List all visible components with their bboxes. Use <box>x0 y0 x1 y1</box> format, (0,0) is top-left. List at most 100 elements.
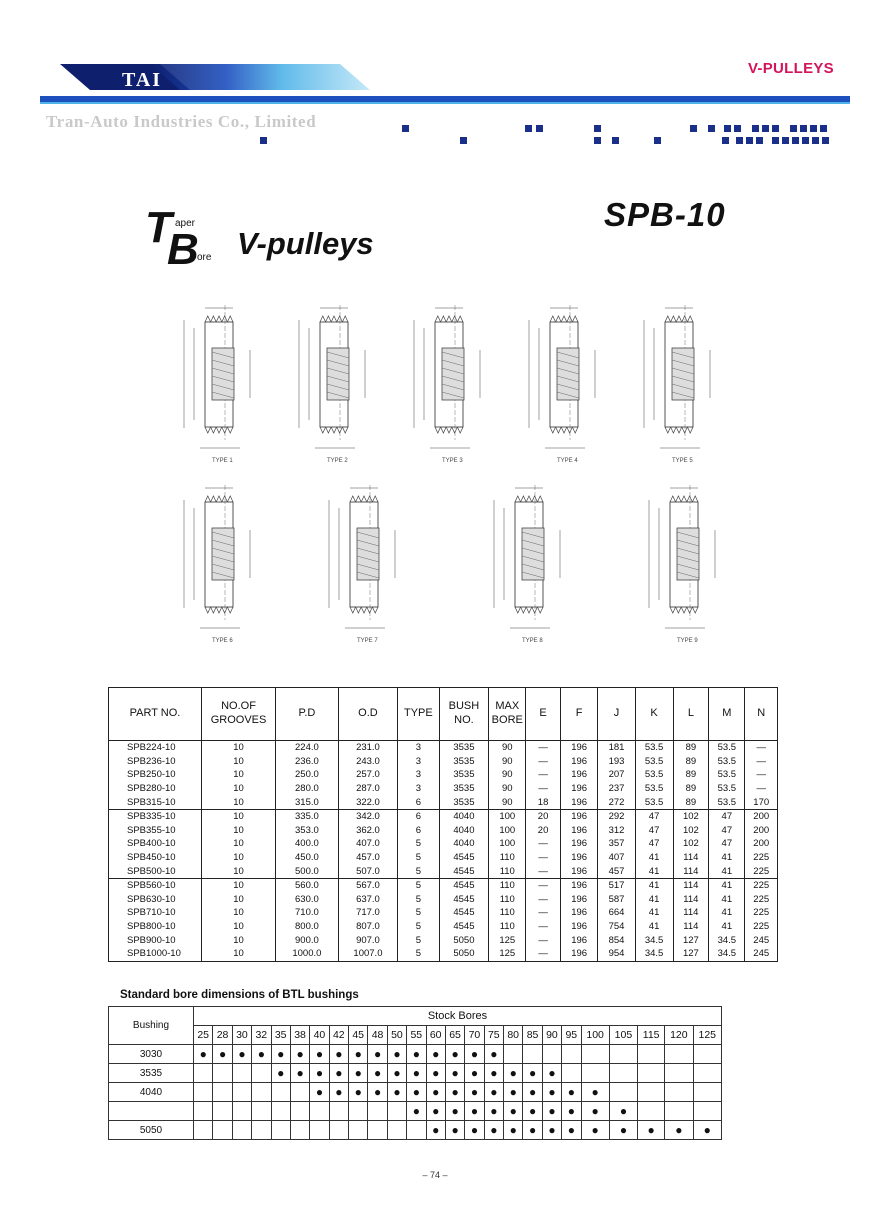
bore-cell <box>192 1063 214 1083</box>
bore-cell <box>309 1101 330 1121</box>
bore-available-dot: ● <box>483 1082 505 1102</box>
spec-cell: SPB250-10 <box>108 768 202 782</box>
model-number: SPB-10 <box>604 196 726 233</box>
spec-cell: 292 <box>597 809 636 824</box>
bore-size-header: 75 <box>483 1025 505 1045</box>
spec-cell: SPB355-10 <box>108 823 202 838</box>
bore-available-dot: ● <box>580 1101 610 1121</box>
spec-cell: 854 <box>597 933 636 947</box>
bore-available-dot: ● <box>251 1044 272 1064</box>
bore-available-dot: ● <box>444 1082 466 1102</box>
spec-cell: 53.5 <box>634 754 674 769</box>
spec-cell: 34.5 <box>634 933 674 947</box>
spec-cell: 5050 <box>438 933 490 947</box>
spec-cell: 53.5 <box>708 781 746 796</box>
bore-cell <box>692 1063 722 1083</box>
bore-size-header: 32 <box>251 1025 272 1045</box>
bore-available-dot: ● <box>270 1044 291 1064</box>
bore-cell <box>522 1044 543 1064</box>
spec-cell: 5 <box>397 933 440 947</box>
spec-cell: 200 <box>744 837 778 851</box>
bore-cell <box>608 1082 639 1102</box>
spec-cell: 231.0 <box>337 740 399 755</box>
bore-cell <box>561 1044 582 1064</box>
spec-cell: — <box>525 864 561 879</box>
spec-cell: 954 <box>597 946 636 962</box>
spec-cell: 53.5 <box>708 795 746 810</box>
spec-cell: 41 <box>634 906 674 920</box>
bore-size-header: 70 <box>464 1025 485 1045</box>
spec-cell: 207 <box>597 768 636 782</box>
bore-size-header: 90 <box>541 1025 563 1045</box>
bore-cell <box>270 1082 291 1102</box>
spec-cell: — <box>525 892 561 907</box>
bore-available-dot: ● <box>502 1063 524 1083</box>
spec-header-12: M <box>708 687 746 741</box>
spec-cell: 3 <box>397 740 440 755</box>
spec-cell: 257.0 <box>337 768 399 782</box>
spec-header-3: O.D <box>337 687 399 741</box>
spec-cell: 10 <box>200 768 277 782</box>
pulley-drawing: TYPE 3 <box>413 305 481 464</box>
spec-cell: 41 <box>708 919 746 934</box>
bore-cell <box>192 1101 214 1121</box>
spec-cell: 20 <box>525 809 561 824</box>
spec-cell: — <box>525 933 561 947</box>
spec-cell: 90 <box>488 781 527 796</box>
spec-cell: 53.5 <box>634 768 674 782</box>
bore-available-dot: ● <box>328 1063 350 1083</box>
bore-available-dot: ● <box>541 1101 563 1121</box>
bore-row: 5050●●●●●●●●●●●●● <box>108 1120 722 1140</box>
spec-cell: 237 <box>597 781 636 796</box>
bore-available-dot: ● <box>425 1120 446 1140</box>
spec-cell: 5 <box>397 919 440 934</box>
spec-cell: 127 <box>672 933 710 947</box>
bore-cell <box>580 1063 610 1083</box>
spec-header-10: K <box>634 687 674 741</box>
spec-cell: 10 <box>200 878 277 893</box>
bore-available-dot: ● <box>502 1101 524 1121</box>
bushing-label: 3535 <box>108 1063 194 1083</box>
spec-cell: 362.0 <box>337 823 399 838</box>
spec-cell: — <box>744 768 778 782</box>
spec-cell: 53.5 <box>634 795 674 810</box>
spec-cell: 322.0 <box>337 795 399 810</box>
bore-size-header: 30 <box>231 1025 253 1045</box>
spec-cell: — <box>525 837 561 851</box>
bore-available-dot: ● <box>692 1120 722 1140</box>
spec-cell: 10 <box>200 740 277 755</box>
bore-available-dot: ● <box>406 1101 427 1121</box>
spec-cell: 110 <box>488 850 527 865</box>
bore-size-header: 65 <box>444 1025 466 1045</box>
bore-cell <box>561 1063 582 1083</box>
spec-cell: 243.0 <box>337 754 399 769</box>
spec-cell: 10 <box>200 850 277 865</box>
bore-cell <box>692 1082 722 1102</box>
bore-size-header: 38 <box>289 1025 311 1045</box>
spec-cell: 245 <box>744 946 778 962</box>
bore-available-dot: ● <box>406 1063 427 1083</box>
bore-cell <box>212 1063 233 1083</box>
bore-available-dot: ● <box>444 1063 466 1083</box>
bore-cell <box>608 1063 639 1083</box>
spec-cell: 225 <box>744 919 778 934</box>
spec-cell: 196 <box>559 781 599 796</box>
bore-cell <box>251 1120 272 1140</box>
bore-row: 4040●●●●●●●●●●●●●●● <box>108 1082 722 1102</box>
spec-cell: 100 <box>488 823 527 838</box>
spec-cell: 90 <box>488 768 527 782</box>
spec-cell: 89 <box>672 795 710 810</box>
spec-cell: 1007.0 <box>337 946 399 962</box>
bore-available-dot: ● <box>464 1063 485 1083</box>
spec-cell: 196 <box>559 823 599 838</box>
bore-available-dot: ● <box>386 1063 408 1083</box>
spec-cell: 450.0 <box>275 850 339 865</box>
bore-cell <box>637 1044 666 1064</box>
spec-cell: 34.5 <box>708 946 746 962</box>
bore-size-header: 60 <box>425 1025 446 1045</box>
bore-available-dot: ● <box>483 1120 505 1140</box>
